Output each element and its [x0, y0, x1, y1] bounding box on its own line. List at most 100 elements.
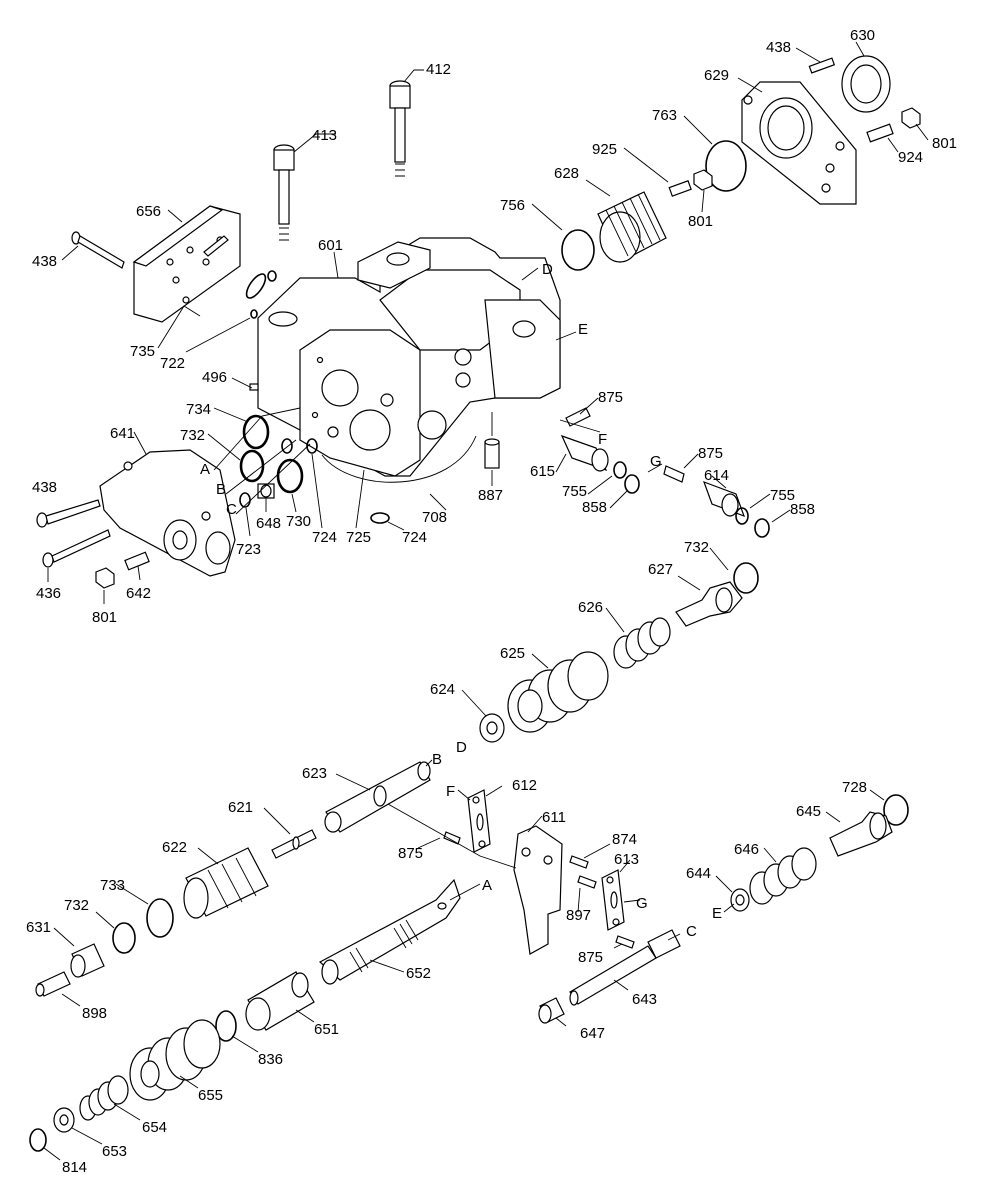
seat-645 [829, 811, 893, 857]
label-734: 734 [186, 401, 211, 418]
label-641: 641 [110, 425, 135, 442]
label-708: 708 [422, 509, 447, 526]
o-ring-728 [883, 794, 909, 826]
label-887: 887 [478, 487, 503, 504]
lever-611 [513, 825, 563, 955]
lever-612 [467, 789, 491, 853]
o-ring-735 [245, 270, 277, 299]
collar-631 [70, 943, 105, 978]
o-ring-734 [242, 414, 270, 450]
label-438-top: 438 [766, 39, 791, 56]
label-801-left: 801 [92, 609, 117, 626]
label-755-lower: 755 [770, 487, 795, 504]
pin-875-mid [443, 831, 461, 845]
o-ring-858-lower [754, 518, 770, 538]
spring-655 [129, 1019, 221, 1101]
label-C-upper: C [226, 501, 237, 518]
label-615: 615 [530, 463, 555, 480]
label-756: 756 [500, 197, 525, 214]
bolt-436 [42, 529, 111, 568]
lever-613 [601, 869, 625, 931]
pin-887 [484, 438, 500, 469]
label-612: 612 [512, 777, 537, 794]
shaft-643 [569, 929, 681, 1006]
label-755-upper: 755 [562, 483, 587, 500]
label-801-middle: 801 [688, 213, 713, 230]
nut-801-middle [693, 169, 713, 191]
label-656: 656 [136, 203, 161, 220]
bolt-413 [273, 144, 295, 241]
pin-897 [577, 875, 597, 889]
label-732-left: 732 [64, 897, 89, 914]
label-A-lower: A [482, 877, 492, 894]
pin-898 [35, 971, 71, 997]
pin-875-upper [565, 407, 591, 427]
snap-ring-814 [29, 1128, 47, 1152]
label-645: 645 [796, 803, 821, 820]
shaft-623 [324, 761, 431, 833]
label-B-upper: B [216, 481, 226, 498]
label-D-lower: D [456, 739, 467, 756]
label-897: 897 [566, 907, 591, 924]
o-ring-724 [281, 438, 318, 454]
label-836: 836 [258, 1051, 283, 1068]
pin-875-right [663, 465, 685, 483]
label-412: 412 [426, 61, 451, 78]
o-ring-858-upper [624, 474, 640, 494]
label-D-upper: D [542, 261, 553, 278]
label-623: 623 [302, 765, 327, 782]
label-438-left: 438 [32, 479, 57, 496]
label-728: 728 [842, 779, 867, 796]
plug-648 [257, 483, 275, 499]
label-413: 413 [312, 127, 337, 144]
label-643: 643 [632, 991, 657, 1008]
piston-651 [245, 971, 315, 1031]
nut-630 [841, 55, 891, 113]
label-627: 627 [648, 561, 673, 578]
label-642: 642 [126, 585, 151, 602]
set-screw-925 [668, 180, 692, 197]
label-875-right: 875 [698, 445, 723, 462]
cover-656 [132, 205, 241, 323]
labels: 412 413 438 630 629 763 925 628 756 801 … [26, 27, 957, 1176]
label-874: 874 [612, 831, 637, 848]
label-724: 724 [312, 529, 337, 546]
label-E-lower: E [712, 905, 722, 922]
label-F-upper: F [598, 431, 607, 448]
label-725: 725 [346, 529, 371, 546]
label-875-mid: 875 [398, 845, 423, 862]
label-858-lower: 858 [790, 501, 815, 518]
spring-628 [597, 191, 667, 263]
pin-874 [569, 855, 589, 869]
label-625: 625 [500, 645, 525, 662]
label-652: 652 [406, 965, 431, 982]
label-644: 644 [686, 865, 711, 882]
flange-629 [741, 81, 857, 205]
seat-627 [675, 581, 743, 627]
o-ring-723 [239, 492, 251, 508]
label-653: 653 [102, 1143, 127, 1160]
label-875-upper: 875 [598, 389, 623, 406]
label-898: 898 [82, 1005, 107, 1022]
pin-496 [249, 383, 259, 391]
label-732-upper: 732 [180, 427, 205, 444]
label-763: 763 [652, 107, 677, 124]
sleeve-622 [183, 847, 269, 919]
label-651: 651 [314, 1021, 339, 1038]
bushing-647 [538, 997, 565, 1024]
nut-801-left [95, 567, 115, 589]
label-924: 924 [898, 149, 923, 166]
label-814: 814 [62, 1159, 87, 1176]
label-614: 614 [704, 467, 729, 484]
stud-924 [866, 123, 894, 143]
label-F-lower: F [446, 783, 455, 800]
label-E-upper: E [578, 321, 588, 338]
label-801-top: 801 [932, 135, 957, 152]
bolt-412 [389, 80, 411, 177]
label-925: 925 [592, 141, 617, 158]
snap-ring-836 [215, 1010, 237, 1042]
o-ring-730 [276, 458, 304, 494]
o-ring-755-upper [613, 461, 627, 479]
label-724-lower: 724 [402, 529, 427, 546]
